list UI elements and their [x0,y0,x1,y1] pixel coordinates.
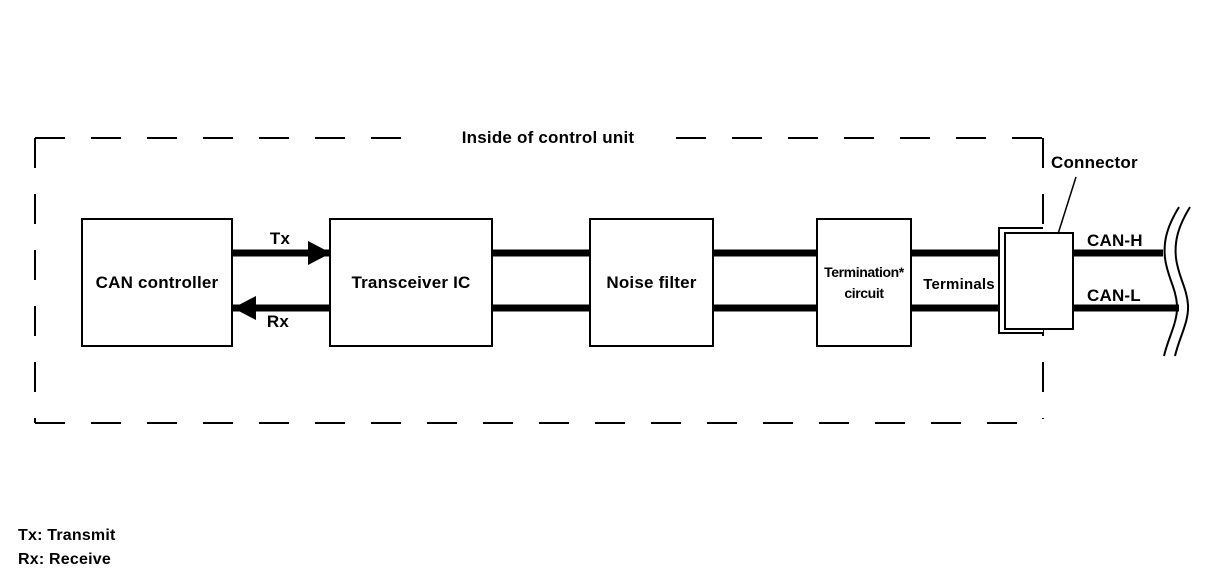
tx-arrowhead [308,241,331,265]
noise-filter-box [589,218,714,347]
boundary-title: Inside of control unit [461,128,635,147]
component-blocks [81,218,912,347]
legend-tx: Tx: Transmit [18,527,116,544]
connector-shape [998,227,1074,334]
cable-break-symbol [1163,206,1191,357]
transceiver-ic-label: Transceiver IC [351,272,471,292]
tx-label: Tx [269,229,291,248]
termination-label-line2: circuit [844,284,884,301]
termination-circuit-box [816,218,912,347]
can-l-label: CAN-L [1087,286,1141,305]
legend-rx: Rx: Receive [18,551,111,568]
termination-label-line1: Termination* [824,263,904,280]
can-controller-box [81,218,233,347]
noise-filter-label: Noise filter [606,272,697,292]
can-controller-label: CAN controller [95,272,219,292]
rx-arrowhead [233,296,256,320]
transceiver-ic-box [329,218,493,347]
termination-circuit-label: Termination* circuit [819,221,909,344]
legend: Tx: Transmit Rx: Receive [18,524,116,572]
rx-label: Rx [266,312,290,331]
connector-label: Connector [1051,153,1138,172]
can-h-label: CAN-H [1087,231,1143,250]
terminals-label: Terminals [923,276,995,293]
connector-leader-line [1057,176,1077,235]
